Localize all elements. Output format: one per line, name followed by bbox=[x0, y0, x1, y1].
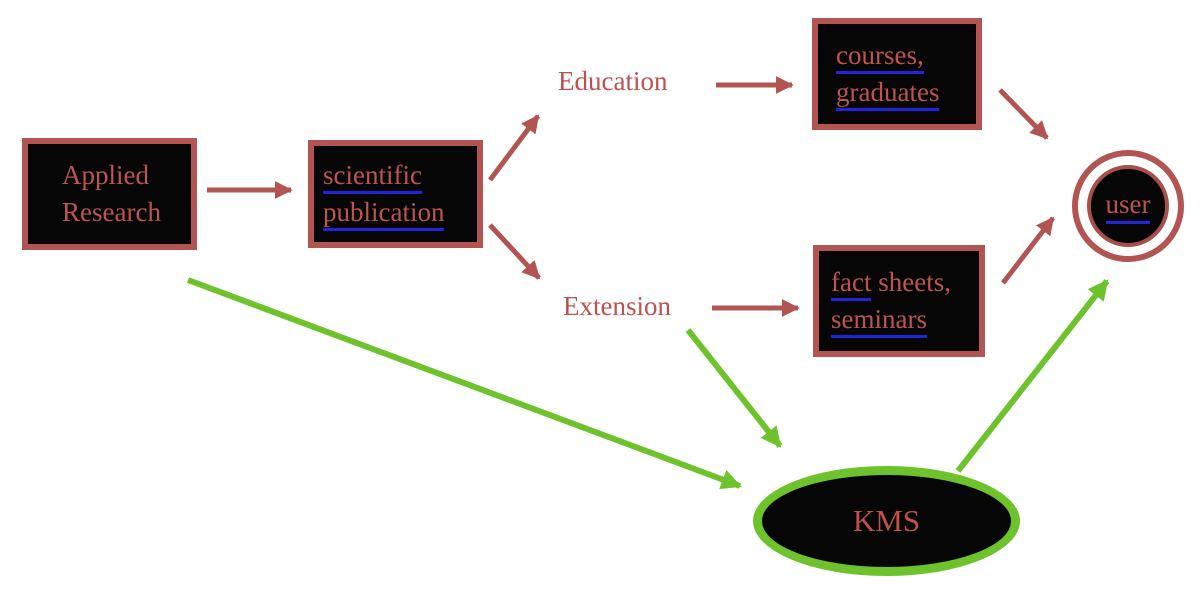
courses-link[interactable]: courses, bbox=[836, 40, 924, 74]
node-fact-sheets-seminars: fact sheets, seminars bbox=[813, 245, 985, 357]
user-link[interactable]: user bbox=[1105, 189, 1151, 224]
arrow-publication-to-extension bbox=[488, 223, 541, 280]
kms-label: KMS bbox=[852, 503, 921, 538]
node-kms: KMS bbox=[753, 466, 1020, 576]
education-label: Education bbox=[558, 66, 668, 96]
extension-label: Extension bbox=[563, 291, 671, 321]
graduates-link[interactable]: graduates bbox=[836, 77, 940, 111]
fact-link[interactable]: fact bbox=[831, 267, 872, 301]
arrow-research-to-kms bbox=[186, 277, 742, 490]
node-applied-research: Applied Research bbox=[22, 138, 197, 250]
arrow-publication-to-education bbox=[488, 114, 540, 182]
seminars-link[interactable]: seminars bbox=[831, 304, 927, 338]
applied-research-line2: Research bbox=[62, 197, 161, 227]
applied-research-line1: Applied bbox=[62, 160, 149, 190]
node-user: user bbox=[1087, 165, 1169, 247]
arrow-extension-to-kms bbox=[685, 328, 783, 448]
node-scientific-publication: scientific publication bbox=[308, 140, 483, 248]
node-courses-graduates: courses, graduates bbox=[812, 18, 982, 130]
scientific-link[interactable]: scientific bbox=[323, 160, 422, 194]
arrow-factsheets-to-user bbox=[1001, 216, 1055, 285]
sheets-text: sheets, bbox=[871, 267, 951, 297]
publication-link[interactable]: publication bbox=[323, 197, 445, 231]
arrow-courses-to-user bbox=[998, 88, 1049, 140]
arrow-kms-to-user bbox=[955, 279, 1110, 473]
node-user-outer-ring: user bbox=[1072, 150, 1184, 262]
